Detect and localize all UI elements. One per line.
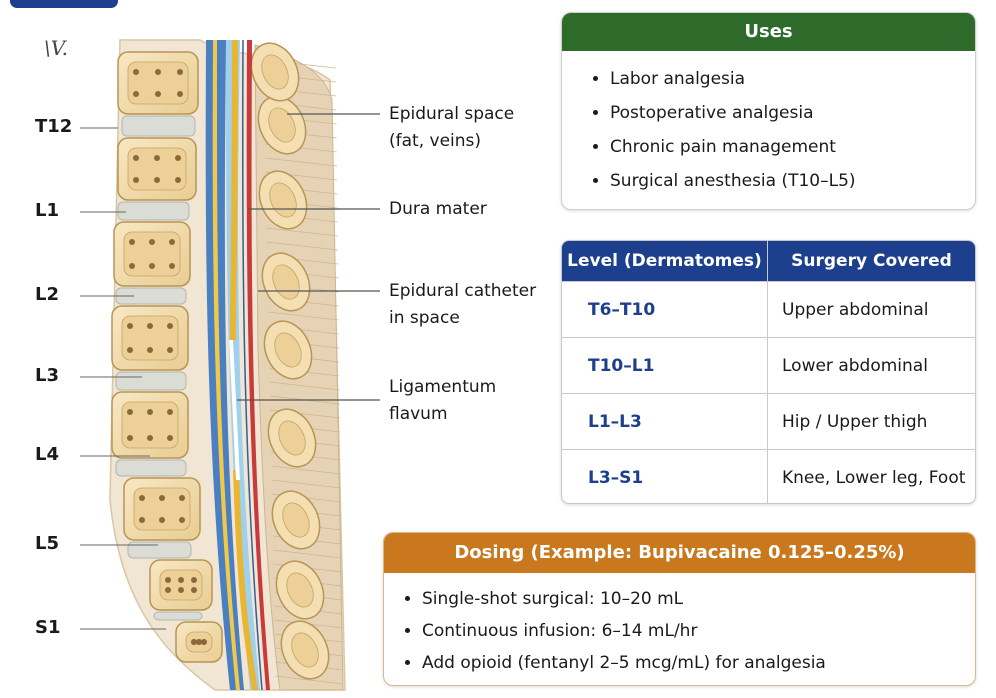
tissue-stripe	[275, 675, 344, 685]
cell-surgery: Lower abdominal	[782, 355, 928, 376]
leader-lines	[80, 127, 166, 630]
dosing-title: Dosing (Example: Bupivacaine 0.125–0.25%…	[384, 533, 975, 573]
uses-card: Uses Labor analgesia Postoperative analg…	[561, 12, 976, 210]
callout-dura-mater: Dura mater	[389, 199, 487, 219]
table-row: T6–T10 Upper abdominal	[562, 281, 975, 337]
table-row: L3–S1 Knee, Lower leg, Foot	[562, 449, 975, 503]
intervertebral-disc	[127, 541, 192, 559]
tissue-stripe	[268, 311, 339, 321]
tissue-stripe	[272, 549, 342, 559]
dosing-item: Add opioid (fentanyl 2–5 mcg/mL) for ana…	[422, 649, 975, 681]
vertebral-body	[149, 559, 213, 611]
vertebra-label: L2	[35, 284, 59, 305]
intervertebral-disc	[153, 611, 203, 621]
spine-illustration	[80, 39, 346, 691]
header-surgery: Surgery Covered	[791, 251, 952, 271]
tissue-stripe	[266, 227, 338, 237]
cell-level: T6–T10	[562, 282, 768, 337]
scribble-mark: \V.	[44, 36, 69, 60]
cell-level: L1–L3	[562, 394, 768, 449]
header-tab-fragment	[10, 0, 118, 8]
intervertebral-disc	[121, 115, 196, 137]
callout-epidural-space: Epidural space(fat, veins)	[389, 104, 515, 151]
dosing-item: Single-shot surgical: 10–20 mL	[422, 585, 975, 617]
uses-item: Labor analgesia	[610, 65, 975, 99]
nerve-root-yellow-lower	[233, 470, 258, 690]
cell-surgery: Knee, Lower leg, Foot	[782, 467, 966, 488]
nerve-yellow-left	[212, 40, 240, 690]
levels-table-header: Level (Dermatomes) Surgery Covered	[562, 241, 975, 281]
vessel-red	[246, 40, 270, 690]
intervertebral-disc	[115, 371, 187, 391]
vertebral-body	[113, 221, 191, 287]
tissue-stripe	[269, 381, 340, 391]
vertebra-label: S1	[35, 617, 61, 638]
uses-item: Postoperative analgesia	[610, 99, 975, 133]
nerve-root-yellow	[230, 40, 238, 340]
vertebra-label: L1	[35, 200, 59, 221]
uses-item: Surgical anesthesia (T10–L5)	[610, 167, 975, 201]
uses-item: Chronic pain management	[610, 133, 975, 167]
dosing-list: Single-shot surgical: 10–20 mL Continuou…	[384, 585, 975, 681]
table-row: T10–L1 Lower abdominal	[562, 337, 975, 393]
dosing-card: Dosing (Example: Bupivacaine 0.125–0.25%…	[383, 532, 976, 686]
uses-list: Labor analgesia Postoperative analgesia …	[562, 65, 975, 201]
tissue-stripe	[265, 157, 337, 167]
table-row: L1–L3 Hip / Upper thigh	[562, 393, 975, 449]
header-level: Level (Dermatomes)	[562, 241, 768, 281]
cell-level: T10–L1	[562, 338, 768, 393]
cell-surgery: Upper abdominal	[782, 299, 929, 320]
dosing-item: Continuous infusion: 6–14 mL/hr	[422, 617, 975, 649]
vertebral-body	[117, 51, 199, 115]
levels-table: Level (Dermatomes) Surgery Covered T6–T1…	[561, 240, 976, 504]
intervertebral-disc	[117, 201, 190, 221]
vertebral-body	[111, 305, 189, 371]
vertebral-body	[117, 137, 197, 201]
tissue-stripe	[266, 241, 338, 251]
uses-title: Uses	[562, 13, 975, 51]
vertebral-body	[175, 621, 223, 663]
cell-level: L3–S1	[562, 450, 768, 503]
vertebral-body	[111, 391, 189, 459]
vertebra-label: T12	[35, 116, 73, 137]
vertebra-label: L4	[35, 444, 59, 465]
tissue-stripe	[271, 479, 341, 489]
dura-line	[241, 39, 263, 691]
tissue-stripe	[271, 465, 341, 475]
vertebral-body	[123, 477, 201, 541]
vertebra-label: L5	[35, 533, 59, 554]
vertebra-label: L3	[35, 365, 59, 386]
vertebral-bodies	[111, 51, 223, 663]
intervertebral-disc	[115, 459, 187, 477]
cell-surgery: Hip / Upper thigh	[782, 411, 928, 432]
epidural-catheter	[229, 339, 240, 481]
